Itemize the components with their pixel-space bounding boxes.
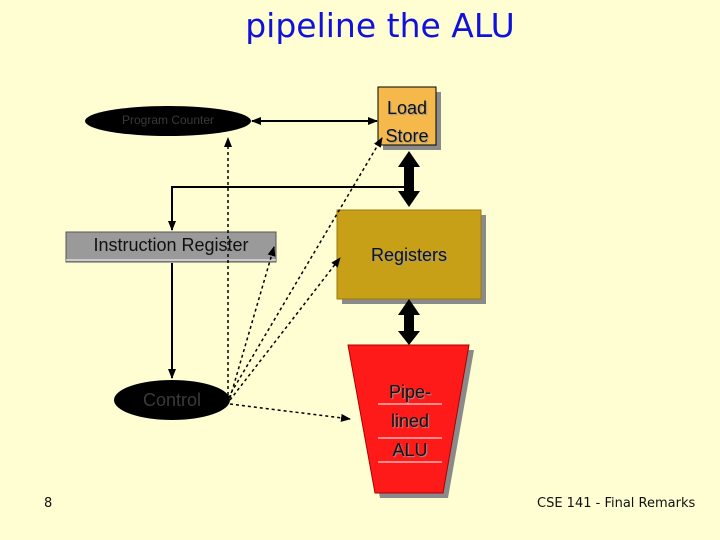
- instruction-register-box: [65, 231, 277, 263]
- program-counter-ellipse: [85, 106, 251, 136]
- loadstore-registers-link: [398, 151, 420, 207]
- store-label: Store: [385, 126, 429, 146]
- slide-title: pipeline the ALU: [245, 6, 515, 45]
- alu-trapezoid: [347, 344, 470, 494]
- bus-to-ir-arrow: [168, 186, 408, 231]
- registers-alu-link: [398, 299, 420, 345]
- alu-label-line-2: lined: [390, 411, 430, 431]
- control-ellipse: [114, 380, 230, 420]
- load-store-label: Load Store: [378, 94, 436, 150]
- load-store-box: [377, 86, 437, 146]
- registers-box: [336, 209, 482, 300]
- alu-label-line-3: ALU: [392, 440, 428, 460]
- footer-text: CSE 141 - Final Remarks: [537, 496, 696, 511]
- control-to-registers-dotted: [229, 257, 341, 401]
- instruction-register-label: Instruction Register: [93, 235, 249, 255]
- control-label: Control: [142, 390, 202, 410]
- registers-label: Registers: [370, 245, 448, 265]
- control-to-ir-dotted: [229, 246, 276, 399]
- alu-label-line-1: Pipe-: [388, 382, 432, 402]
- program-counter-label: Program Counter: [121, 113, 215, 127]
- control-to-loadstore-dotted: [227, 137, 383, 399]
- control-signals: [224, 137, 383, 422]
- page-number: 8: [44, 496, 53, 511]
- alu-label: Pipe- lined ALU: [370, 378, 450, 465]
- control-to-alu-dotted: [229, 403, 351, 422]
- load-label: Load: [386, 98, 428, 118]
